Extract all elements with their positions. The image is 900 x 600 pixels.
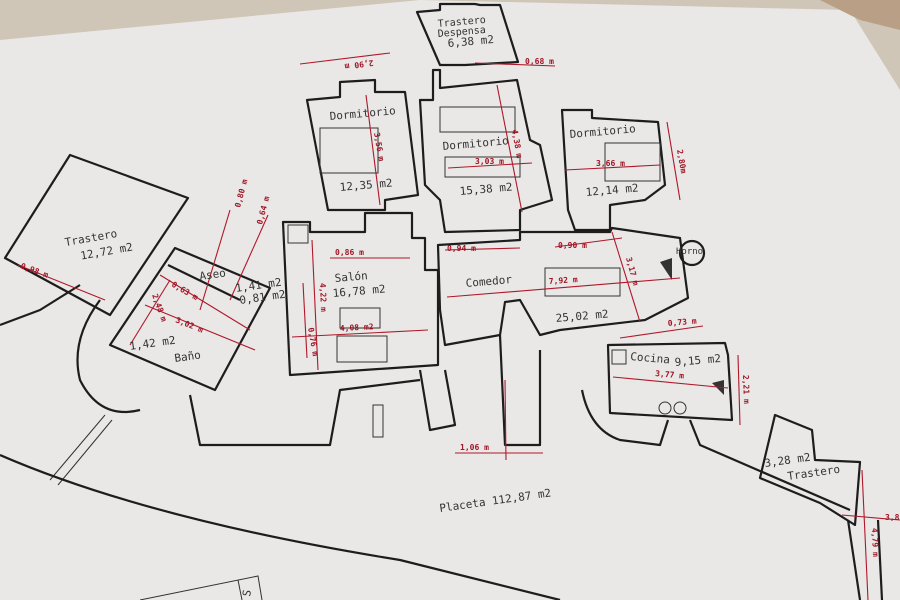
room-name-dormitorio-1: Dormitorio [329, 104, 396, 123]
title-block-letter: S [240, 589, 254, 598]
room-area-cocina: 9,15 m2 [674, 352, 721, 369]
room-name-trastero-despensa-2: Despensa [437, 25, 486, 40]
table-corner [820, 0, 900, 30]
room-area-salon: 16,78 m2 [332, 282, 386, 300]
dimension-lines [17, 52, 900, 600]
dim-label: 0,86 m [335, 248, 364, 257]
room-name-dormitorio-2: Dormitorio [442, 134, 509, 153]
room-name-comedor: Comedor [465, 273, 513, 290]
room-name-salon: Salón [334, 269, 368, 285]
room-name-trastero-despensa-1: Trastero [437, 15, 486, 30]
room-area-dormitorio-2: 15,38 m2 [459, 180, 513, 198]
dim-label: 3,03 m [475, 157, 504, 166]
dim-label: 0,73 m [667, 316, 697, 328]
room-area-aseo-b: 0,81 m2 [239, 288, 287, 307]
room-name-horno: Horno [676, 247, 703, 257]
dim-label: 3,77 m [655, 369, 685, 381]
dim-label: 1,06 m [460, 443, 489, 452]
room-area-trastero-right: 3,28 m2 [764, 451, 812, 470]
room-area-aseo-a: 1,41 m2 [235, 276, 283, 295]
room-name-dormitorio-3: Dormitorio [569, 122, 636, 141]
dim-label: 3,66 m [596, 159, 625, 168]
dim-label: 2,21 m [741, 375, 751, 404]
room-area-bano: 1,42 m2 [129, 334, 177, 353]
room-area-dormitorio-1: 12,35 m2 [339, 176, 393, 194]
dim-label: 7,92 m [549, 275, 579, 286]
room-area-dormitorio-3: 12,14 m2 [585, 181, 639, 199]
dim-label: 0,68 m [525, 57, 554, 66]
dim-label: 4,79 m [870, 528, 880, 557]
room-area-comedor: 25,02 m2 [555, 307, 609, 325]
dim-label: 2,90 m [344, 58, 374, 71]
room-area-despensa: 6,38 m2 [447, 33, 494, 50]
dim-label: 0,94 m [447, 244, 476, 253]
room-name-aseo: Aseo [199, 266, 227, 283]
dim-label: 0,90 m [558, 241, 587, 250]
dim-label: 2,80m [675, 149, 688, 174]
dim-label: 3,8 [885, 513, 900, 522]
room-name-bano: Baño [174, 348, 202, 365]
dim-label: 4,22 m [318, 283, 328, 312]
dim-label: 4,08 m2 [340, 322, 374, 333]
room-name-cocina: Cocina [630, 350, 671, 366]
